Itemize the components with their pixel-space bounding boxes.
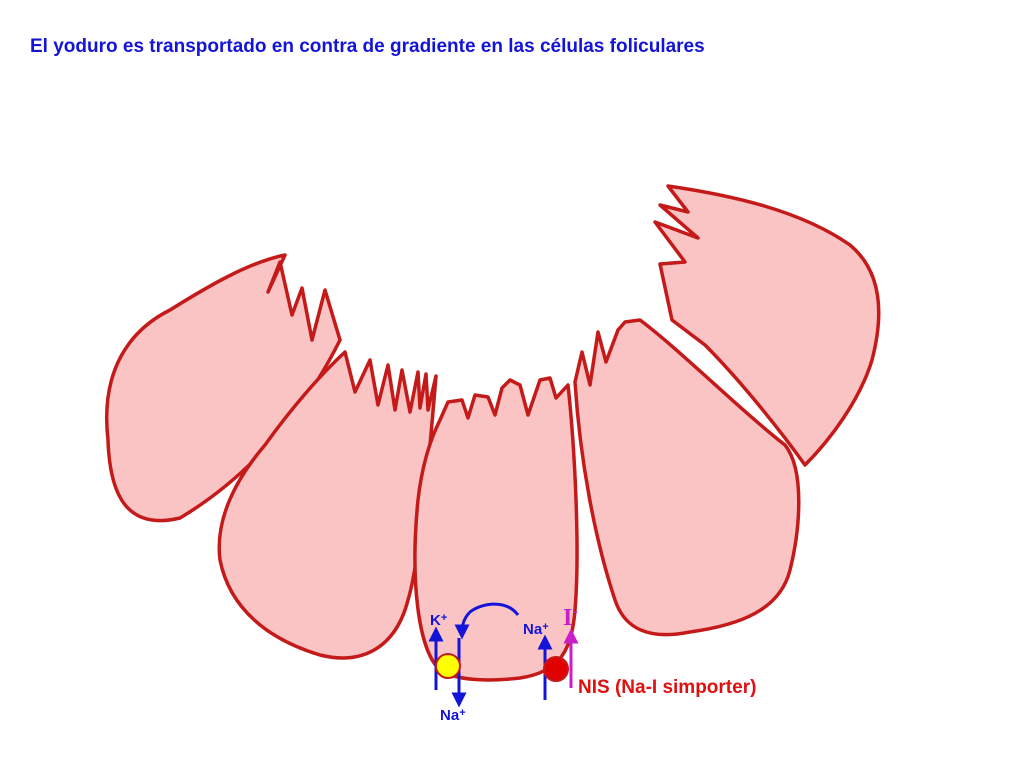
k-plus-label: K+ — [430, 612, 447, 629]
nis-transporter — [543, 656, 569, 682]
na-plus-bottom-label: Na+ — [440, 707, 466, 724]
na-k-atpase-pump — [435, 653, 461, 679]
na-recycle-arrow — [454, 602, 520, 640]
iodide-label: I- — [563, 603, 578, 631]
na-plus-top-label: Na+ — [523, 621, 549, 638]
page-title: El yoduro es transportado en contra de g… — [30, 36, 705, 57]
follicular-cell-3 — [413, 376, 579, 682]
follicular-cell-2 — [217, 350, 438, 660]
nis-label: NIS (Na-I simporter) — [578, 677, 756, 698]
follicular-cell-5 — [653, 184, 881, 467]
follicular-cell-4 — [573, 318, 801, 637]
